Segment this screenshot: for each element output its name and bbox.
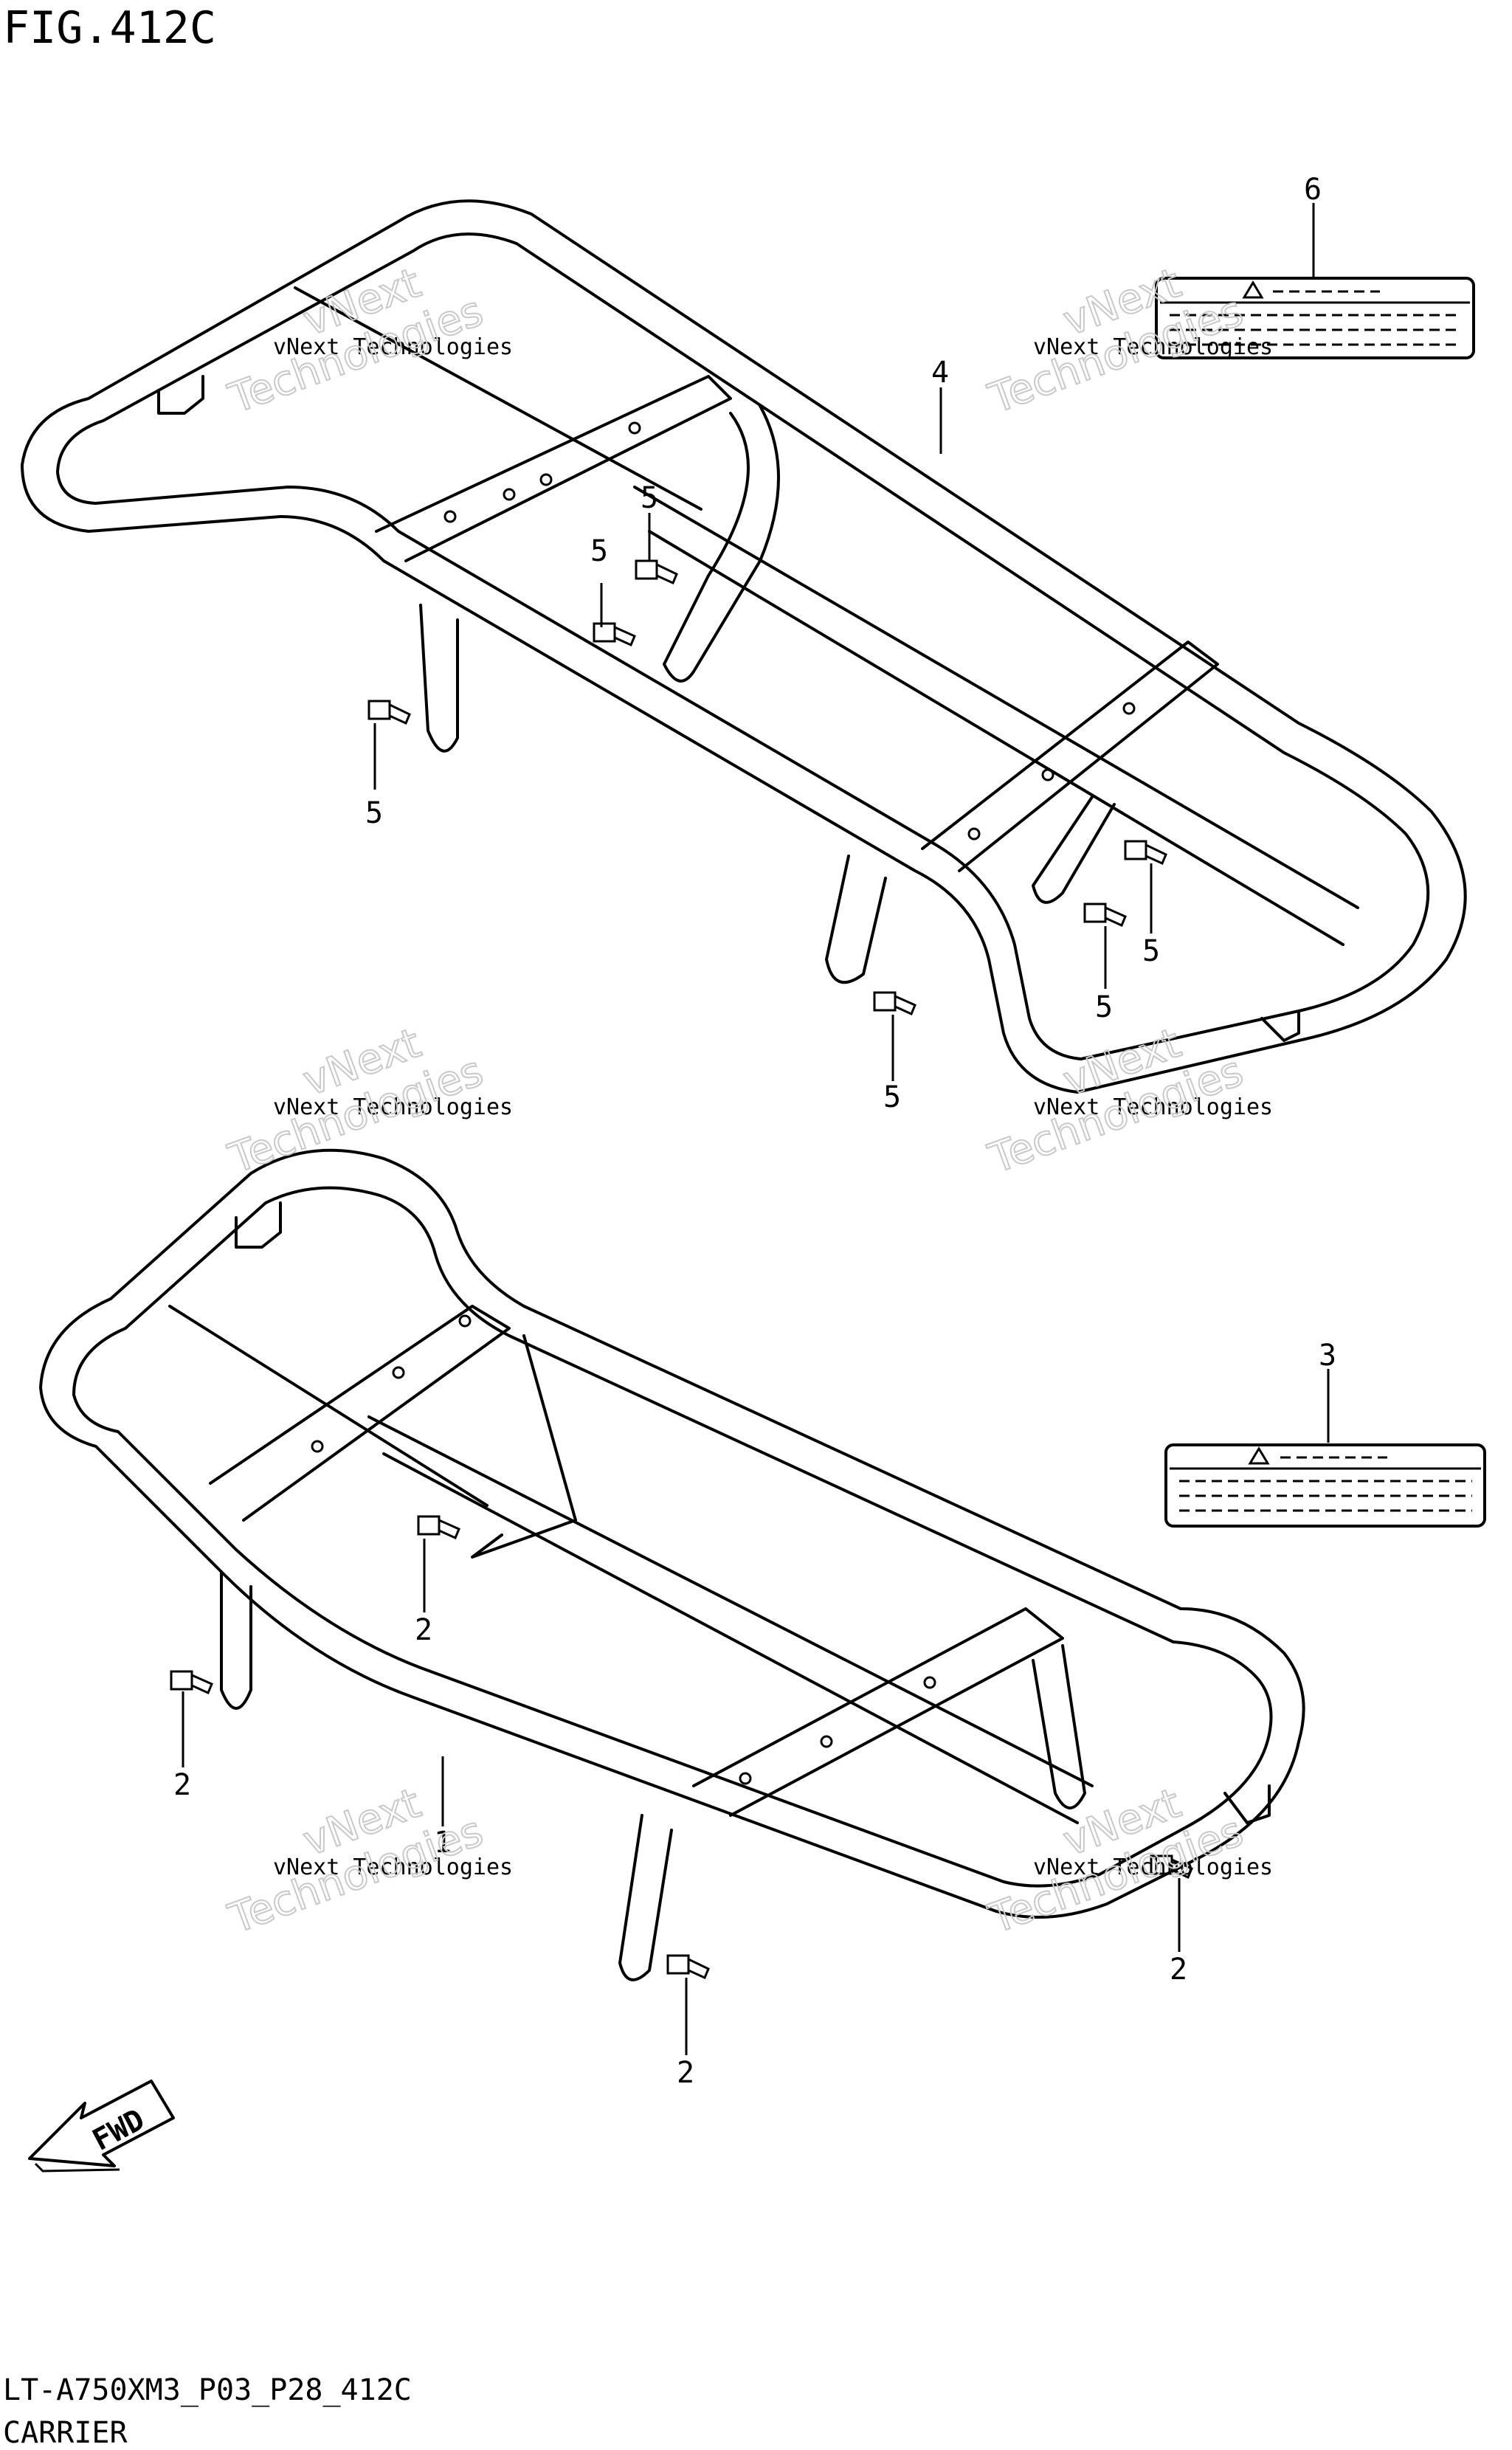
warning-label-3 bbox=[1164, 1443, 1486, 1528]
rear-carrier-outer-rail bbox=[39, 1148, 1305, 1919]
svg-text:vNext Technologies: vNext Technologies bbox=[1033, 1094, 1273, 1120]
warning-triangle-icon bbox=[1248, 1446, 1270, 1465]
callout-5: 5 bbox=[883, 1080, 901, 1114]
bolt-icon bbox=[170, 1670, 213, 1695]
callout-1: 1 bbox=[434, 1826, 452, 1860]
warning-triangle-icon bbox=[1242, 280, 1264, 299]
callout-5: 5 bbox=[1142, 934, 1160, 968]
rear-bracket-right bbox=[1032, 1644, 1086, 1809]
front-crossbar-2 bbox=[921, 641, 1219, 872]
rear-front-bar bbox=[168, 1305, 489, 1507]
callout-2: 2 bbox=[415, 1613, 432, 1647]
callout-5: 5 bbox=[590, 534, 608, 568]
figure-name: CARRIER bbox=[3, 2416, 128, 2450]
bolt-icon bbox=[1150, 1854, 1193, 1880]
callout-5: 5 bbox=[641, 481, 658, 515]
rear-crossbar-1 bbox=[209, 1305, 511, 1522]
bolt-5-group bbox=[367, 559, 1167, 1016]
rear-bracket-top bbox=[471, 1334, 577, 1559]
watermark: vNext Technologies vNext Technologies vN… bbox=[222, 258, 1273, 1944]
front-foot-right bbox=[1260, 1010, 1300, 1042]
callout-2: 2 bbox=[173, 1768, 191, 1802]
bolt-icon bbox=[367, 700, 411, 725]
figure-title: FIG.412C bbox=[3, 2, 216, 54]
bolt-2-group bbox=[170, 1515, 1193, 1980]
rear-bracket-center bbox=[618, 1814, 673, 1981]
front-center-tube bbox=[633, 486, 1359, 946]
bolt-icon bbox=[1083, 903, 1127, 928]
front-bracket-right-bottom bbox=[1032, 796, 1116, 904]
rear-center-tube bbox=[367, 1415, 1094, 1824]
rear-leg-left bbox=[220, 1570, 252, 1710]
rear-carrier-drawing bbox=[39, 1148, 1305, 1981]
callout-6: 6 bbox=[1304, 173, 1322, 207]
warning-label-6 bbox=[1155, 277, 1475, 359]
front-bracket-left bbox=[419, 604, 459, 753]
bolt-icon bbox=[417, 1515, 460, 1540]
callout-4: 4 bbox=[931, 356, 949, 390]
svg-text:vNext Technologies: vNext Technologies bbox=[273, 1094, 513, 1120]
rear-foot-left bbox=[235, 1201, 282, 1249]
bolt-icon bbox=[635, 559, 678, 585]
bolt-icon bbox=[873, 991, 916, 1016]
callout-2: 2 bbox=[677, 2056, 694, 2090]
callout-3: 3 bbox=[1319, 1339, 1336, 1373]
svg-text:vNext Technologies: vNext Technologies bbox=[1033, 334, 1273, 360]
front-foot-left bbox=[157, 375, 204, 415]
callout-2: 2 bbox=[1170, 1953, 1187, 1987]
bolt-icon bbox=[593, 622, 636, 647]
svg-text:vNext Technologies: vNext Technologies bbox=[273, 1854, 513, 1880]
front-crossbar-1 bbox=[375, 375, 732, 562]
front-carrier-outer-rail bbox=[21, 199, 1467, 1094]
fwd-arrow-icon: FWD bbox=[28, 2080, 175, 2173]
figure-code: LT-A750XM3_P03_P28_412C bbox=[3, 2373, 412, 2407]
svg-text:vNext Technologies: vNext Technologies bbox=[1033, 1854, 1273, 1880]
bolt-icon bbox=[1124, 840, 1167, 866]
callout-5: 5 bbox=[365, 796, 383, 830]
rear-carrier-inner-rail bbox=[72, 1186, 1273, 1888]
callout-5: 5 bbox=[1095, 990, 1113, 1024]
svg-text:vNext Technologies: vNext Technologies bbox=[273, 334, 513, 360]
front-carrier-inner-rail bbox=[56, 232, 1430, 1060]
rear-foot-right bbox=[1223, 1784, 1271, 1824]
front-rear-bar bbox=[294, 286, 703, 511]
front-bracket-right-top bbox=[663, 404, 780, 683]
front-bracket-center bbox=[825, 855, 887, 984]
front-carrier-drawing bbox=[21, 199, 1467, 1094]
bolt-icon bbox=[666, 1954, 710, 1980]
